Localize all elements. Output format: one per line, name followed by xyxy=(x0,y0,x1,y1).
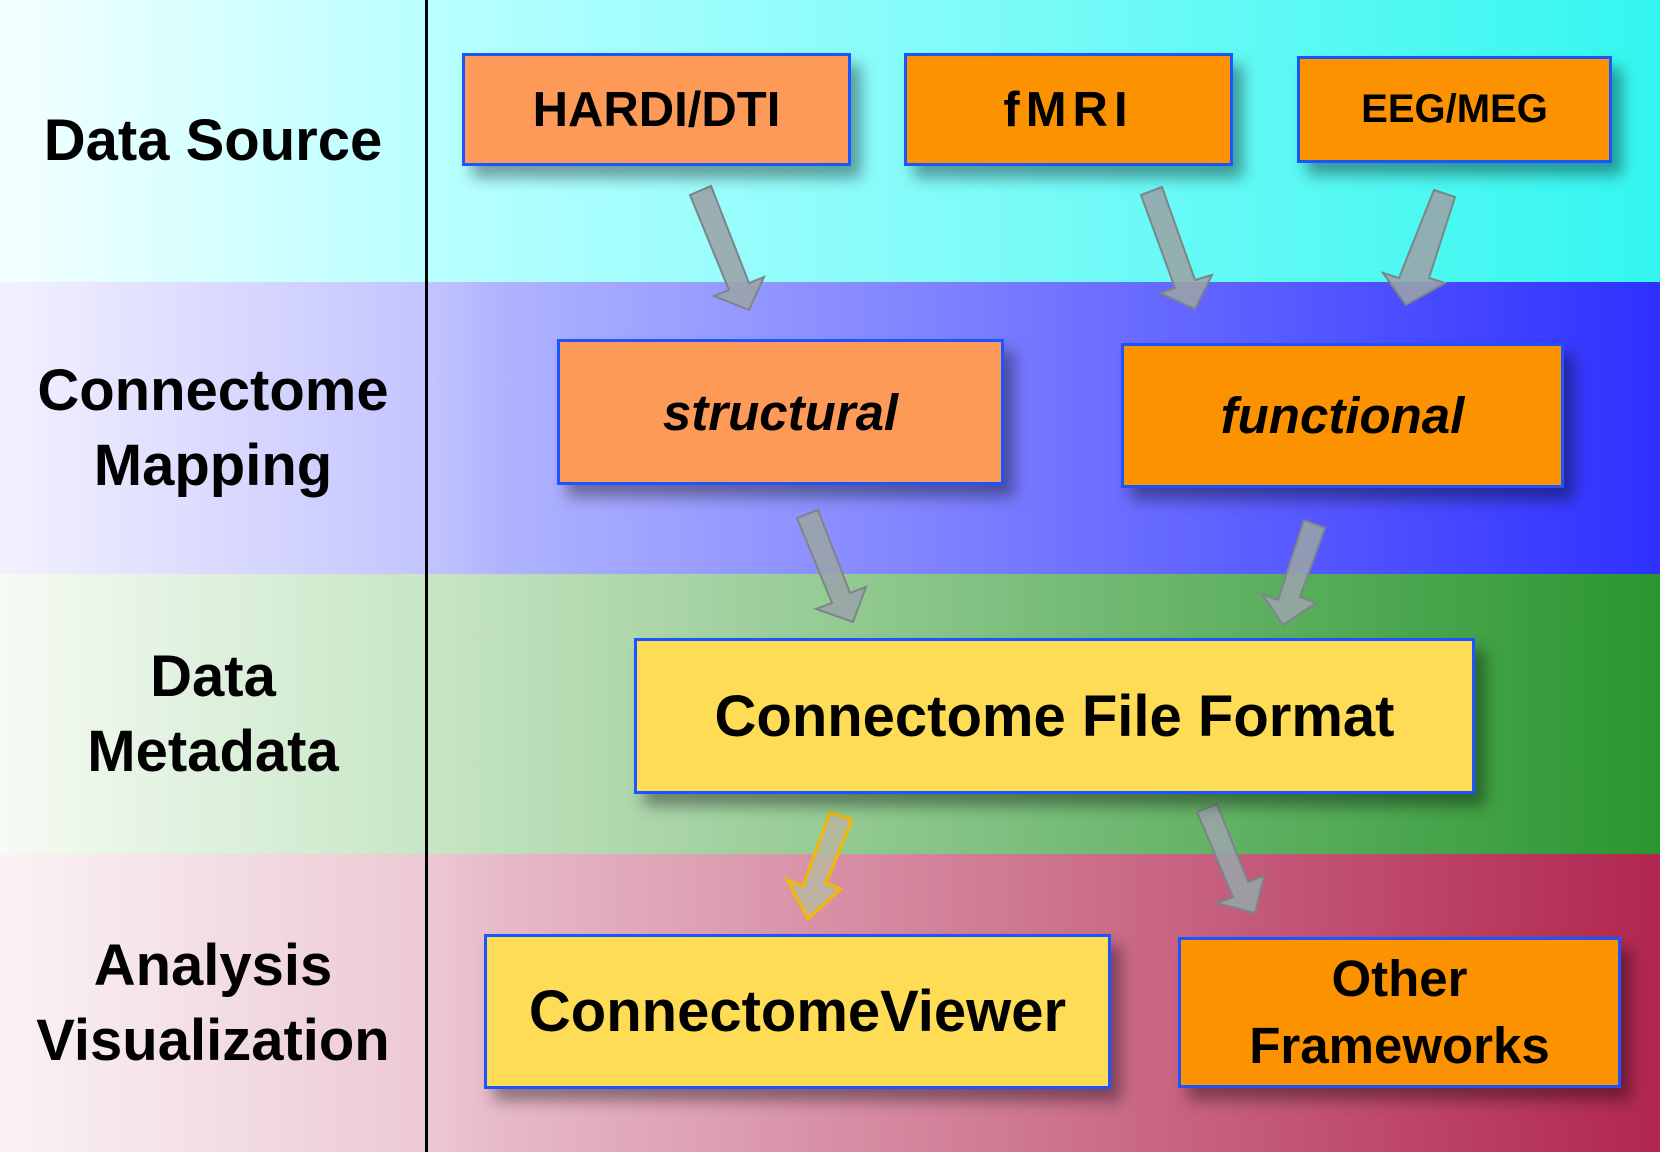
row-label-data-source: Data Source xyxy=(0,0,426,282)
box-label-line: Other xyxy=(1331,950,1468,1008)
box-label: functional xyxy=(1220,387,1465,444)
box-eeg-meg: EEG/MEG xyxy=(1297,56,1612,163)
row-label-line: Data xyxy=(150,643,276,709)
box-label: Connectome File Format xyxy=(714,683,1395,749)
box-fmri: fMRI xyxy=(904,53,1233,166)
row-label-connectome-mapping: Connectome Mapping xyxy=(0,282,426,574)
box-functional: functional xyxy=(1121,343,1564,488)
box-other-frameworks: Other Frameworks xyxy=(1178,937,1621,1088)
box-hardi-dti: HARDI/DTI xyxy=(462,53,851,166)
row-label-line: Visualization xyxy=(36,1008,390,1073)
box-label: structural xyxy=(662,383,899,441)
box-structural: structural xyxy=(557,339,1004,485)
row-label-analysis-visualization: Analysis Visualization xyxy=(0,854,426,1152)
box-connectome-file-format: Connectome File Format xyxy=(634,638,1475,794)
box-label: fMRI xyxy=(1003,82,1134,137)
row-label-data-metadata: Data Metadata xyxy=(0,574,426,854)
row-label-line: Analysis xyxy=(93,932,333,998)
box-label-line: Frameworks xyxy=(1249,1016,1550,1074)
box-label: EEG/MEG xyxy=(1361,87,1548,131)
row-label-line: Connectome xyxy=(37,357,389,423)
box-label: ConnectomeViewer xyxy=(528,979,1067,1044)
box-label: HARDI/DTI xyxy=(532,82,781,137)
row-label-line: Metadata xyxy=(87,719,339,784)
row-label-line: Mapping xyxy=(93,433,333,498)
row-label-text: Data Source xyxy=(43,108,383,174)
vertical-divider xyxy=(425,0,428,1152)
box-connectome-viewer: ConnectomeViewer xyxy=(484,934,1111,1089)
